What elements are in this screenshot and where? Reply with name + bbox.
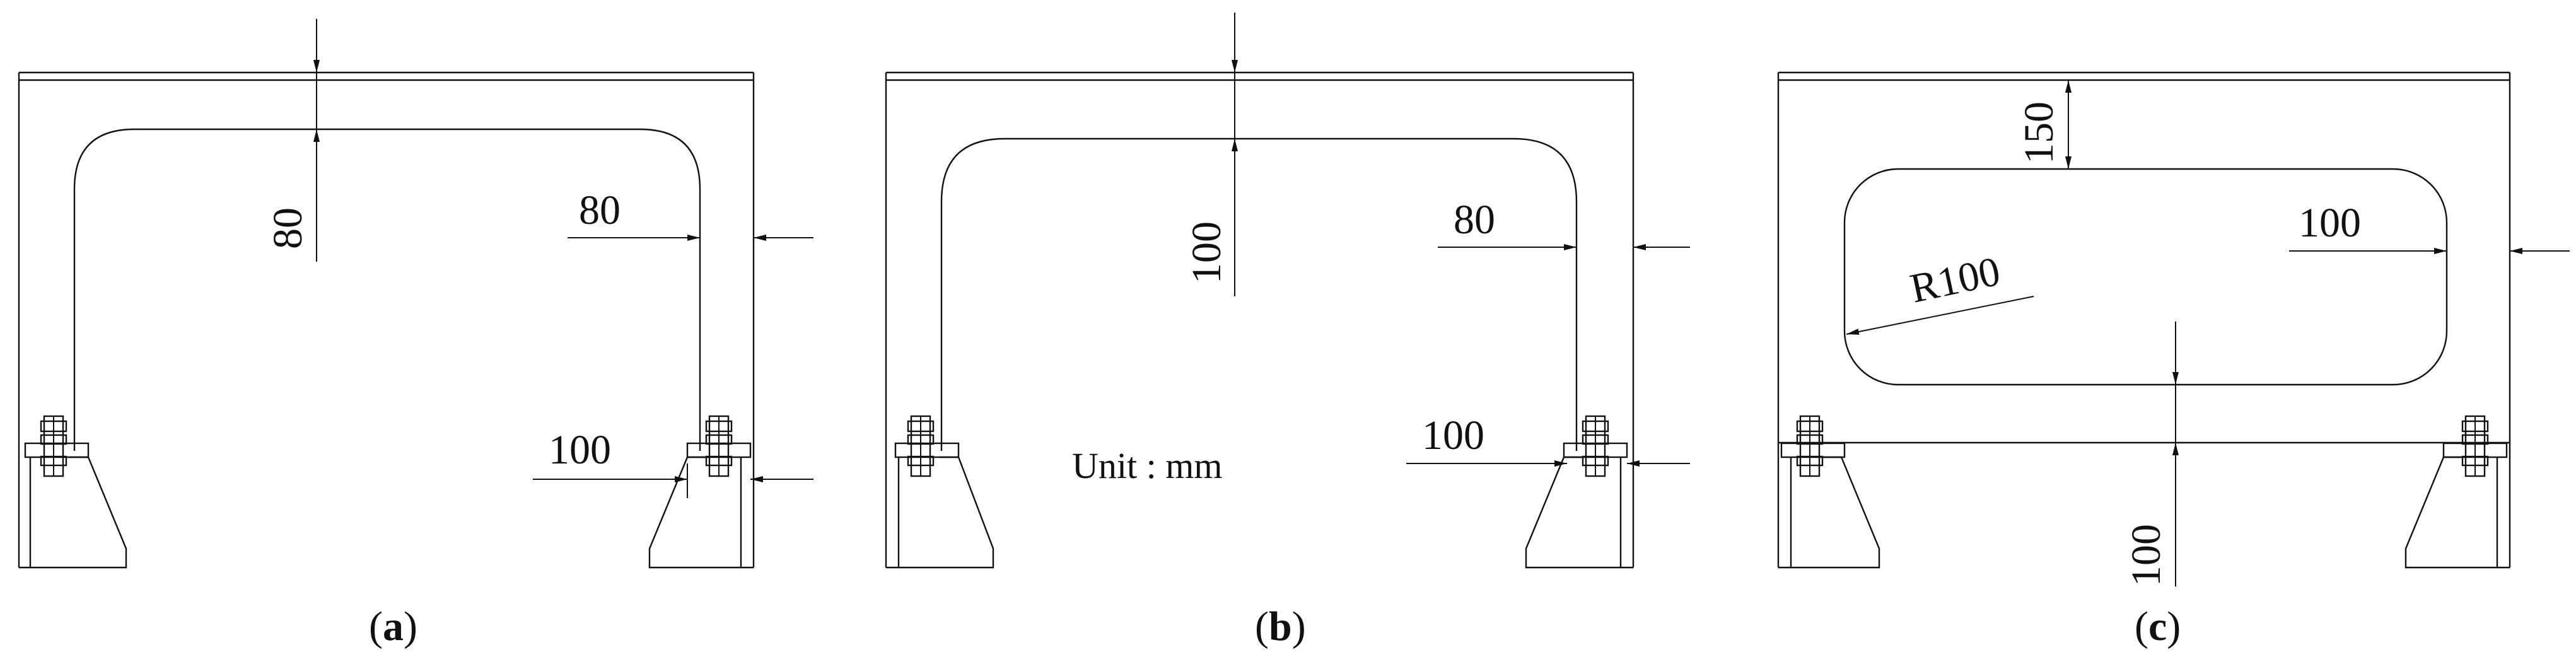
dimension-radius-label: R100: [1906, 248, 2004, 312]
dimension-top-label: 150: [2016, 102, 2062, 164]
dimension-foot: 100: [1406, 412, 1690, 467]
rounded-opening: [1843, 168, 2448, 386]
base-plate-right: [2404, 442, 2508, 569]
dimension-side-label: 100: [2299, 200, 2361, 246]
base-plate-right: [648, 442, 752, 569]
caption-a: (a): [369, 603, 417, 649]
dimension-side: 80: [1438, 197, 1690, 250]
frame-outline: [885, 71, 1635, 569]
dimension-foot-label: 100: [549, 427, 611, 473]
dimension-radius: R100: [1846, 248, 2034, 335]
caption-b-letter: b: [1269, 603, 1292, 649]
frame-outline: [1777, 71, 2511, 569]
unit-label: Unit : mm: [1072, 445, 1222, 486]
base-plate-left: [894, 442, 994, 569]
panel-b: 100 80 100 Unit : mm (b): [885, 13, 1690, 649]
dimension-foot: 100: [533, 427, 813, 498]
dimension-top: 150: [2016, 80, 2072, 169]
dimension-bottom-label: 100: [2123, 524, 2169, 586]
panel-a: 80 80 100 (a): [18, 19, 813, 649]
bolt-left: [40, 415, 67, 477]
dimension-side: 100: [2289, 200, 2570, 254]
bolt-left: [907, 415, 935, 477]
bolt-right: [1582, 415, 1609, 477]
base-plate-right: [1525, 442, 1628, 569]
bolt-right: [2461, 415, 2489, 477]
caption-c-letter: c: [2148, 603, 2167, 649]
dimension-top: 80: [265, 19, 320, 262]
caption-c: (c): [2135, 603, 2181, 649]
dimension-foot-label: 100: [1422, 412, 1484, 458]
panel-c: 150 100 R100 100 (c): [1777, 71, 2570, 649]
frame-outline: [18, 71, 755, 569]
caption-a-letter: a: [383, 603, 404, 649]
dimension-side: 80: [568, 187, 813, 252]
bolt-right: [705, 415, 733, 477]
caption-b: (b): [1255, 603, 1306, 649]
dimension-top: 100: [1184, 13, 1238, 296]
dimension-side-label: 80: [1454, 197, 1495, 243]
dimension-top-label: 80: [265, 207, 311, 249]
inner-opening: [940, 137, 1578, 451]
base-plate-left: [1780, 442, 1880, 569]
inner-opening: [73, 128, 701, 451]
dimension-top-label: 100: [1184, 221, 1230, 284]
dimension-bottom: 100: [2123, 322, 2179, 586]
dimension-side-label: 80: [579, 187, 621, 233]
bolt-left: [1796, 415, 1824, 477]
